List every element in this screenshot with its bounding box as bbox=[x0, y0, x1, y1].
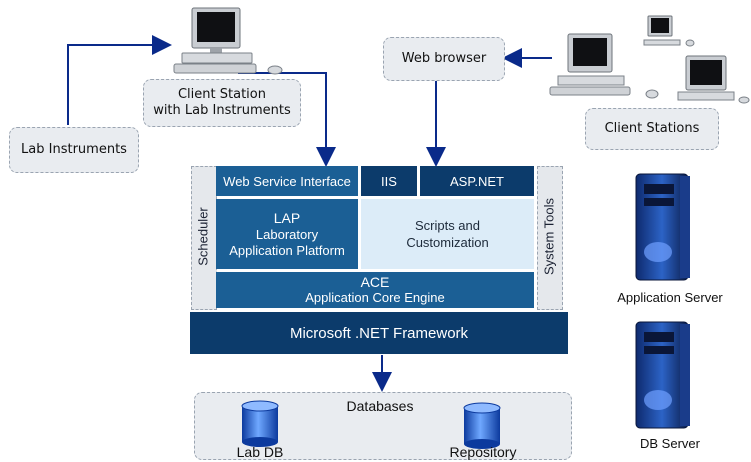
repository-cylinder-icon bbox=[462, 402, 502, 450]
client-stations-label: Client Stations bbox=[585, 108, 719, 150]
scheduler-label: Scheduler bbox=[195, 207, 211, 266]
arrow-client-to-wsi bbox=[238, 72, 336, 167]
arrow-lab-to-client bbox=[67, 35, 172, 125]
databases-title: Databases bbox=[346, 398, 414, 414]
db-server-label: DB Server bbox=[640, 436, 700, 451]
net-framework-box: Microsoft .NET Framework bbox=[190, 312, 568, 354]
system-tools-label: System Tools bbox=[541, 197, 557, 276]
lab-db-label: Lab DB bbox=[236, 444, 284, 460]
client-station-label: Client Station with Lab Instruments bbox=[143, 79, 301, 127]
web-service-interface-box: Web Service Interface bbox=[216, 166, 358, 196]
client-stations-computers-icon bbox=[548, 12, 751, 112]
iis-box: IIS bbox=[361, 166, 417, 196]
lap-title: LAP bbox=[273, 209, 301, 226]
repository-label: Repository bbox=[449, 444, 517, 460]
lap-box: LAP Laboratory Application Platform bbox=[216, 199, 358, 269]
web-browser-label: Web browser bbox=[383, 37, 505, 81]
lab-db-cylinder-icon bbox=[240, 400, 280, 448]
application-server-icon bbox=[632, 172, 700, 284]
application-server-label: Application Server bbox=[617, 290, 723, 305]
ace-box: ACE Application Core Engine bbox=[216, 272, 534, 308]
aspnet-box: ASP.NET bbox=[420, 166, 534, 196]
lap-subtitle: Laboratory Application Platform bbox=[229, 226, 345, 258]
db-server-icon bbox=[632, 320, 700, 432]
system-tools-bar bbox=[537, 166, 563, 310]
scripts-box: Scripts and Customization bbox=[361, 199, 534, 269]
client-station-computer-icon bbox=[172, 6, 292, 76]
ace-title: ACE bbox=[360, 274, 390, 290]
ace-subtitle: Application Core Engine bbox=[305, 290, 445, 305]
lab-instruments-label: Lab Instruments bbox=[9, 127, 139, 173]
